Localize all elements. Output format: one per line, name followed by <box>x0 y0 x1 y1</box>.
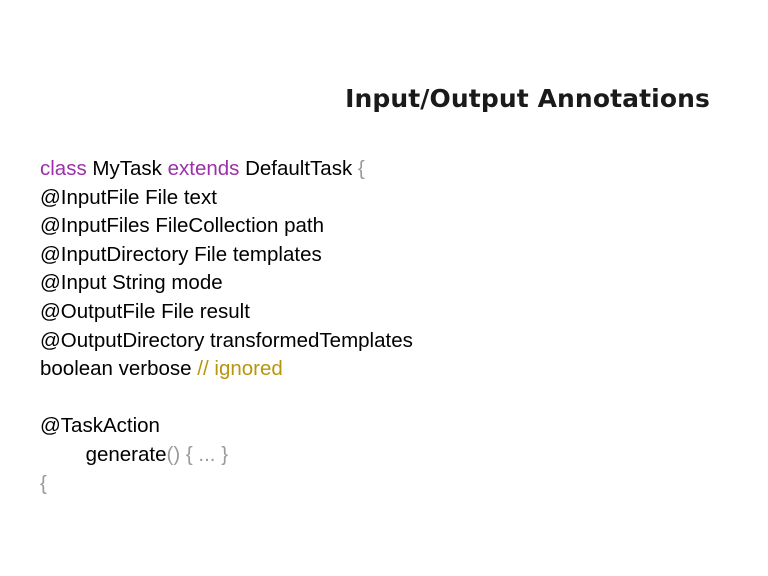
code-line <box>40 384 738 413</box>
code-line: @TaskAction <box>40 412 738 441</box>
code-token-plain: boolean verbose <box>40 357 198 381</box>
code-token-comment: // ignored <box>197 357 283 381</box>
code-line: boolean verbose // ignored <box>40 355 738 384</box>
code-token-plain: @InputDirectory File templates <box>40 242 322 266</box>
code-snippet: class MyTask extends DefaultTask {@Input… <box>40 155 738 498</box>
code-token-punct: { <box>40 471 47 495</box>
code-token-plain: MyTask <box>86 157 168 180</box>
code-line: @OutputDirectory transformedTemplates <box>40 327 738 356</box>
code-token-plain: @InputFile File text <box>40 185 217 209</box>
code-token-plain: DefaultTask <box>239 157 358 180</box>
code-token-punct: () { ... } <box>166 442 229 466</box>
code-token-plain: @OutputFile File result <box>40 299 250 323</box>
code-token-plain: @OutputDirectory transformedTemplates <box>40 328 413 352</box>
code-line: @Input String mode <box>40 269 738 298</box>
code-line: generate() { ... } <box>40 441 738 470</box>
code-line: @InputFile File text <box>40 184 738 213</box>
code-token-indent <box>40 443 86 466</box>
code-token-keyword: class <box>40 157 87 180</box>
code-token-plain: generate <box>85 442 167 466</box>
code-line: @OutputFile File result <box>40 298 738 327</box>
code-token-plain: @TaskAction <box>40 414 160 438</box>
code-token-plain: @InputFiles FileCollection path <box>40 214 325 238</box>
code-line: { <box>40 470 738 499</box>
page-title: Input/Output Annotations <box>345 83 710 113</box>
code-line: class MyTask extends DefaultTask { <box>40 155 738 184</box>
code-token-punct: { <box>357 157 365 180</box>
code-token-plain: @Input String mode <box>40 271 223 295</box>
code-line: @InputFiles FileCollection path <box>40 212 738 241</box>
code-line: @InputDirectory File templates <box>40 241 738 270</box>
code-token-keyword: extends <box>167 157 240 180</box>
